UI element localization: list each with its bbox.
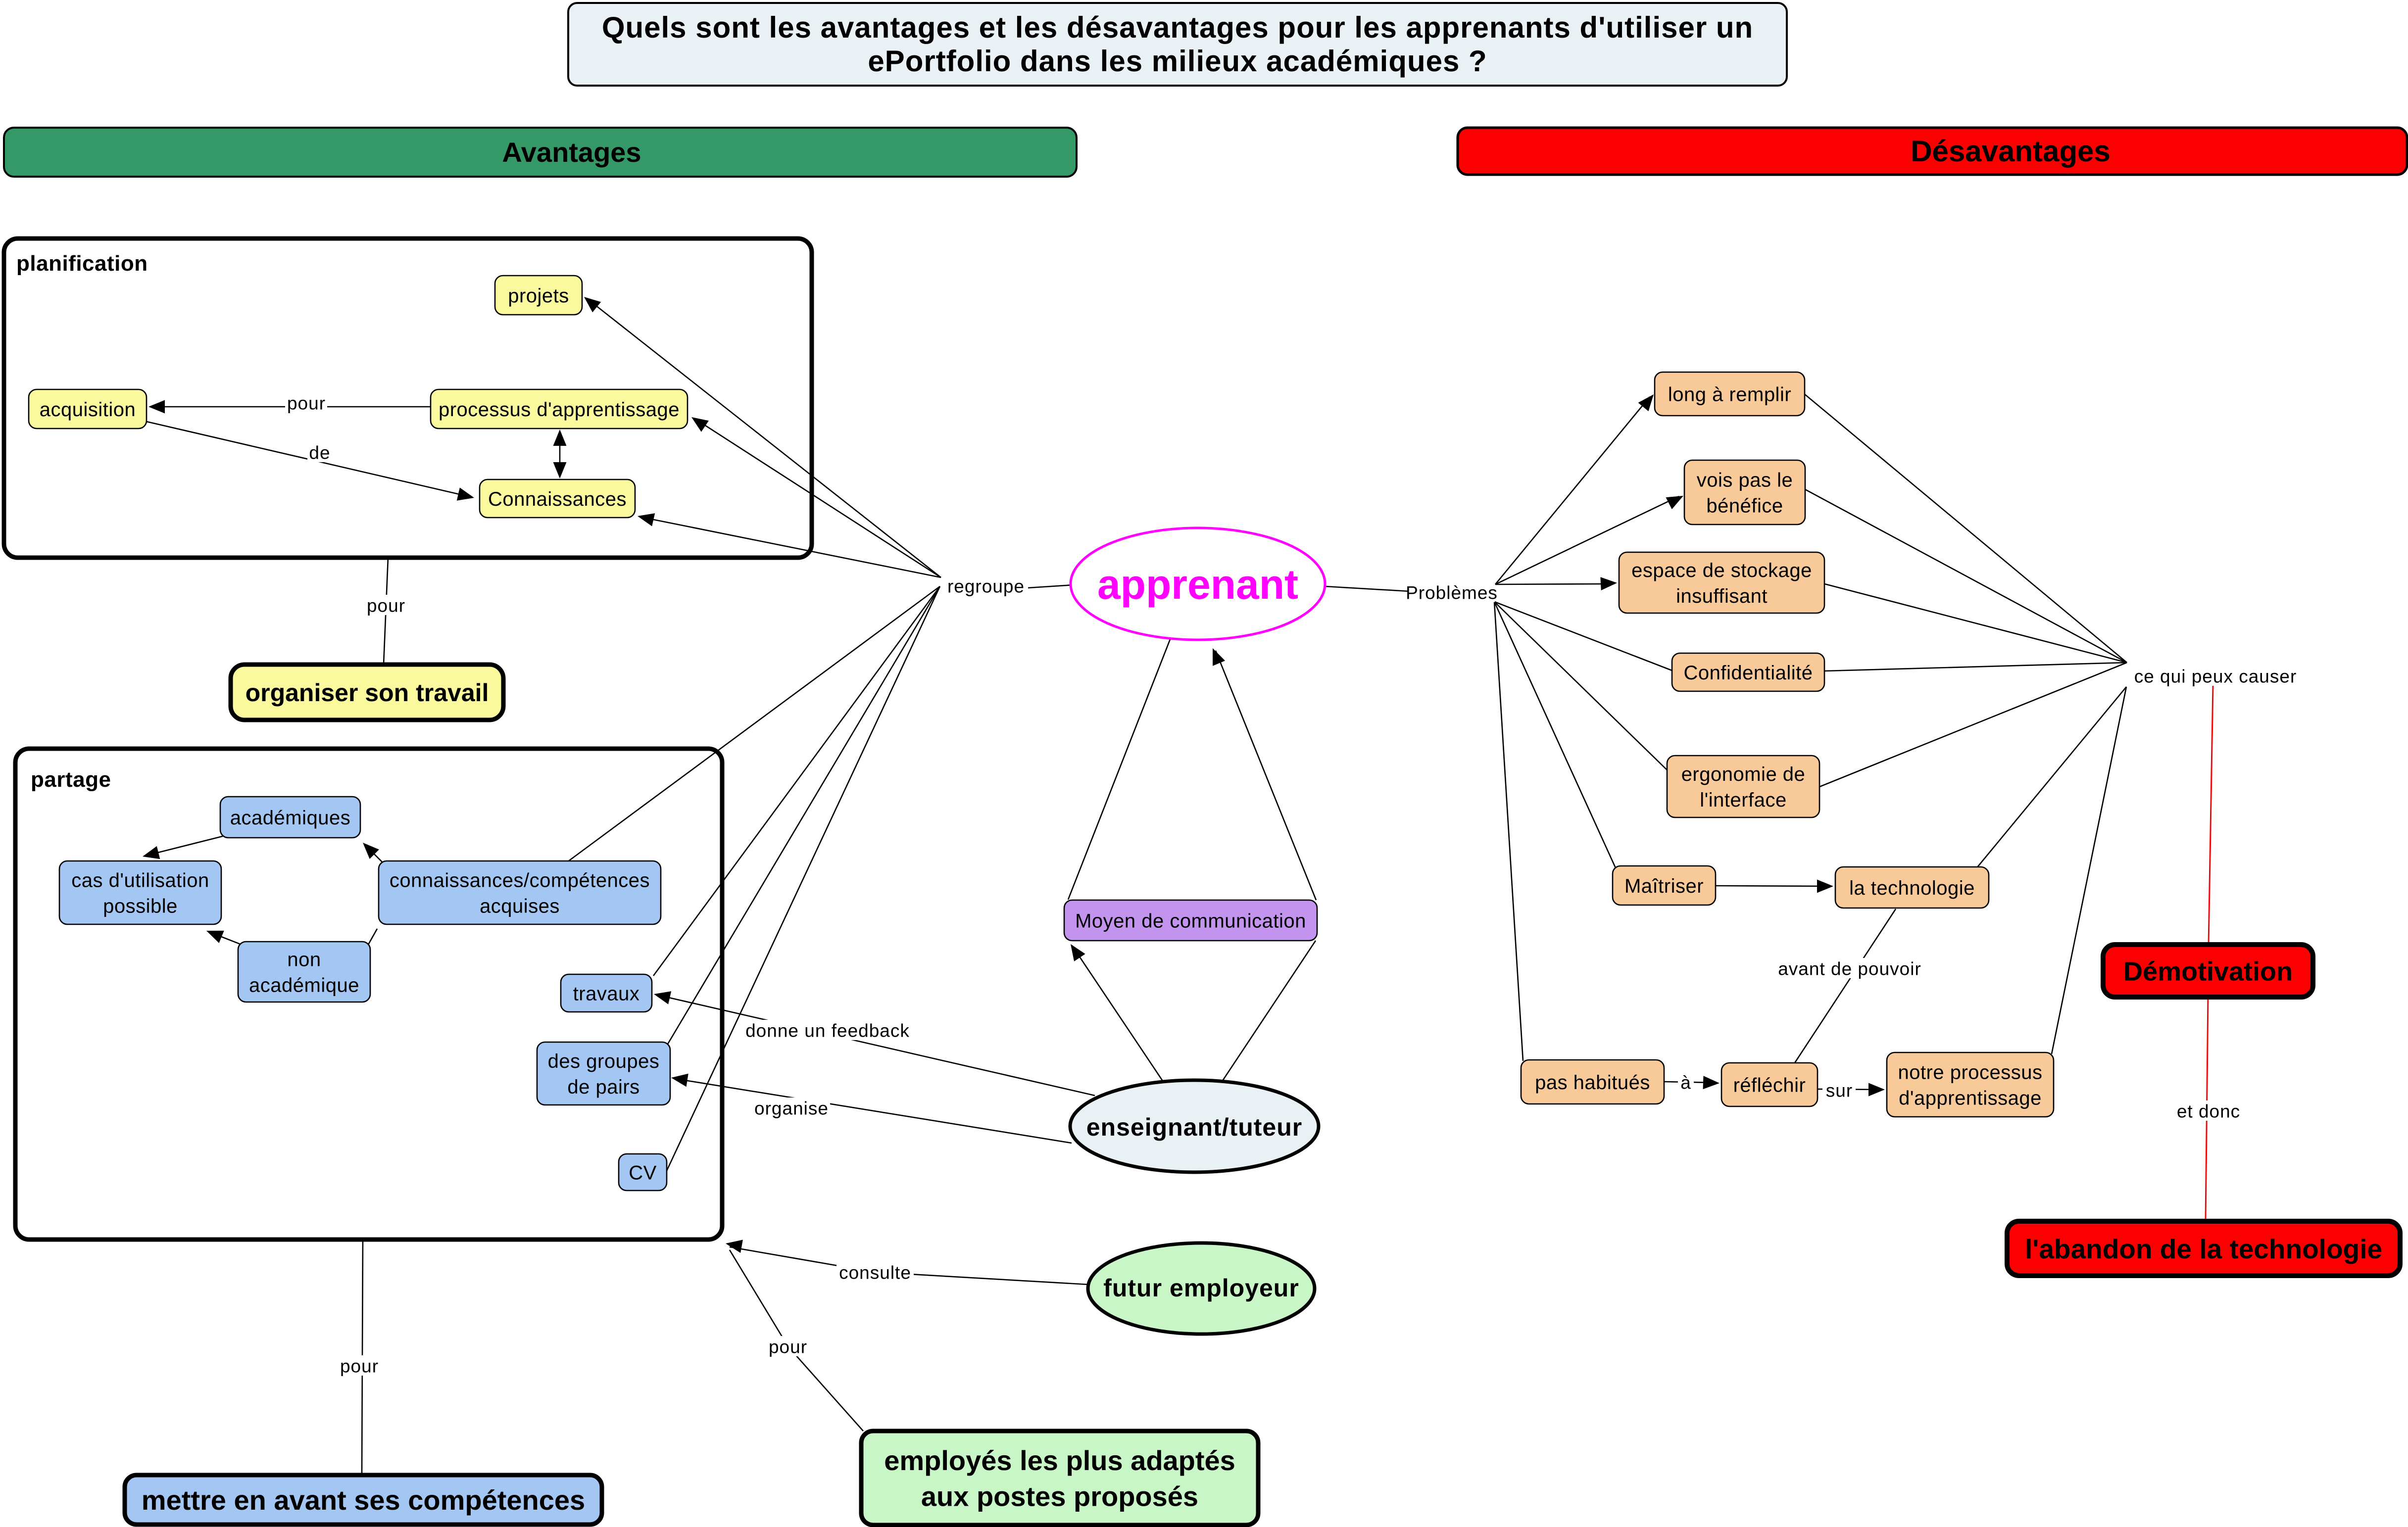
svg-text:Moyen de communication: Moyen de communication	[1075, 910, 1306, 932]
svg-text:pour: pour	[340, 1356, 379, 1376]
svg-text:connaissances/compétences: connaissances/compétences	[390, 869, 650, 891]
svg-text:ergonomie de: ergonomie de	[1681, 764, 1806, 785]
svg-text:CV: CV	[629, 1162, 657, 1184]
svg-text:l'abandon de la technologie: l'abandon de la technologie	[2025, 1234, 2382, 1264]
svg-text:académique: académique	[249, 974, 359, 996]
svg-text:de: de	[309, 442, 330, 463]
svg-text:futur employeur: futur employeur	[1103, 1274, 1299, 1302]
svg-text:l'interface: l'interface	[1700, 789, 1786, 811]
svg-text:Avantages: Avantages	[502, 137, 641, 168]
svg-text:ce qui peux causer: ce qui peux causer	[2134, 666, 2297, 686]
svg-text:processus d'apprentissage: processus d'apprentissage	[439, 399, 680, 421]
svg-text:Démotivation: Démotivation	[2123, 956, 2293, 986]
svg-text:long à remplir: long à remplir	[1668, 383, 1791, 405]
svg-text:vois pas le: vois pas le	[1697, 469, 1793, 491]
svg-text:regroupe: regroupe	[947, 576, 1025, 596]
svg-text:enseignant/tuteur: enseignant/tuteur	[1086, 1113, 1302, 1141]
svg-text:d'apprentissage: d'apprentissage	[1899, 1087, 2042, 1109]
svg-text:acquises: acquises	[480, 895, 560, 917]
svg-text:pour: pour	[367, 595, 405, 616]
svg-text:partage: partage	[31, 767, 111, 792]
svg-text:employés les plus adaptés: employés les plus adaptés	[884, 1445, 1235, 1476]
svg-text:Quels sont les avantages et le: Quels sont les avantages et les désavant…	[602, 11, 1753, 44]
svg-text:bénéfice: bénéfice	[1706, 495, 1783, 517]
svg-text:notre processus: notre processus	[1898, 1061, 2042, 1083]
svg-text:Désavantages: Désavantages	[1911, 135, 2111, 168]
svg-text:non: non	[287, 949, 321, 970]
svg-text:espace de stockage: espace de stockage	[1631, 560, 1812, 581]
svg-text:académiques: académiques	[230, 807, 350, 829]
svg-text:pour: pour	[769, 1336, 807, 1357]
svg-text:sur: sur	[1826, 1080, 1853, 1100]
svg-text:acquisition: acquisition	[40, 399, 136, 421]
svg-text:travaux: travaux	[573, 983, 640, 1004]
svg-text:des groupes: des groupes	[548, 1050, 660, 1072]
svg-text:organiser son travail: organiser son travail	[246, 679, 489, 707]
svg-text:avant de pouvoir: avant de pouvoir	[1778, 958, 1921, 979]
svg-text:la technologie: la technologie	[1849, 877, 1975, 899]
svg-text:ePortfolio dans les milieux ac: ePortfolio dans les milieux académiques …	[868, 45, 1487, 78]
svg-text:projets: projets	[508, 285, 569, 307]
svg-text:donne un feedback: donne un feedback	[745, 1020, 910, 1041]
svg-text:de pairs: de pairs	[567, 1076, 639, 1098]
svg-text:Problèmes: Problèmes	[1406, 582, 1498, 603]
svg-text:consulte: consulte	[839, 1262, 911, 1283]
svg-text:aux postes proposés: aux postes proposés	[921, 1481, 1198, 1512]
svg-text:apprenant: apprenant	[1097, 561, 1298, 608]
svg-text:mettre en avant ses compétence: mettre en avant ses compétences	[142, 1484, 585, 1516]
svg-text:pas habitués: pas habitués	[1535, 1072, 1650, 1094]
svg-text:possible: possible	[103, 895, 178, 917]
svg-text:cas d'utilisation: cas d'utilisation	[71, 869, 209, 891]
svg-text:insuffisant: insuffisant	[1676, 585, 1768, 607]
svg-text:Confidentialité: Confidentialité	[1684, 662, 1813, 684]
svg-text:organise: organise	[754, 1098, 829, 1118]
svg-text:et donc: et donc	[2177, 1101, 2240, 1121]
svg-text:pour: pour	[287, 393, 326, 413]
svg-text:Connaissances: Connaissances	[488, 488, 627, 510]
svg-text:à: à	[1680, 1072, 1691, 1093]
svg-text:Maîtriser: Maîtriser	[1624, 875, 1704, 897]
svg-text:planification: planification	[16, 251, 148, 276]
svg-text:réfléchir: réfléchir	[1733, 1074, 1806, 1096]
